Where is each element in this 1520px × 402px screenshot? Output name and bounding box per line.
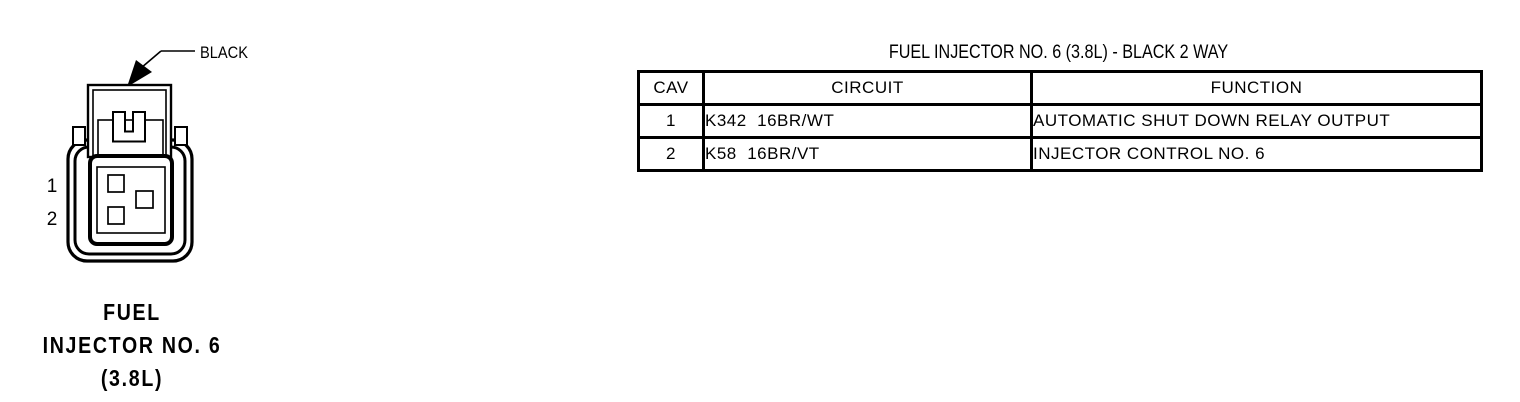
connector-ear-right [174, 126, 188, 146]
cell-circuit-2: K58 16BR/VT [702, 136, 1033, 172]
cell-cav-2: 2 [637, 136, 705, 172]
connector-color-label: BLACK [200, 43, 249, 62]
callout-arrow-icon [127, 60, 152, 87]
cell-circuit-1: K342 16BR/WT [702, 103, 1033, 139]
pinout-table: CAV CIRCUIT FUNCTION 1 K342 16BR/WT AUTO… [637, 70, 1483, 172]
pin-label-1: 1 [47, 176, 58, 197]
connector-diagram: BLACK 1 2 [47, 43, 249, 263]
callout-diagonal-line [140, 50, 162, 69]
connector-caption: FUEL INJECTOR NO. 6 (3.8L) [10, 296, 254, 395]
cell-function-1: AUTOMATIC SHUT DOWN RELAY OUTPUT [1030, 103, 1483, 139]
pin-label-2: 2 [47, 209, 58, 230]
col-header-function: FUNCTION [1030, 70, 1483, 106]
keyway-cavity [135, 190, 154, 209]
caption-line-3: (3.8L) [100, 365, 164, 391]
cavity-block-outer [88, 154, 174, 246]
caption-line-2: INJECTOR NO. 6 [42, 332, 222, 358]
caption-line-1: FUEL [103, 299, 161, 325]
col-header-cav: CAV [637, 70, 705, 106]
col-header-circuit: CIRCUIT [702, 70, 1033, 106]
latch-tab [112, 111, 146, 143]
pin-2-cavity [107, 206, 125, 225]
table-row: 2 K58 16BR/VT INJECTOR CONTROL NO. 6 [637, 136, 1483, 172]
cell-function-2: INJECTOR CONTROL NO. 6 [1030, 136, 1483, 172]
table-row: 1 K342 16BR/WT AUTOMATIC SHUT DOWN RELAY… [637, 103, 1483, 139]
color-callout: BLACK [127, 43, 249, 87]
pin-1-cavity [107, 174, 125, 193]
cell-cav-1: 1 [637, 103, 705, 139]
connector-ear-left [72, 126, 86, 146]
table-title: FUEL INJECTOR NO. 6 (3.8L) - BLACK 2 WAY [888, 42, 1229, 63]
cavity-block-inner [96, 166, 166, 234]
table-header-row: CAV CIRCUIT FUNCTION [637, 70, 1483, 106]
